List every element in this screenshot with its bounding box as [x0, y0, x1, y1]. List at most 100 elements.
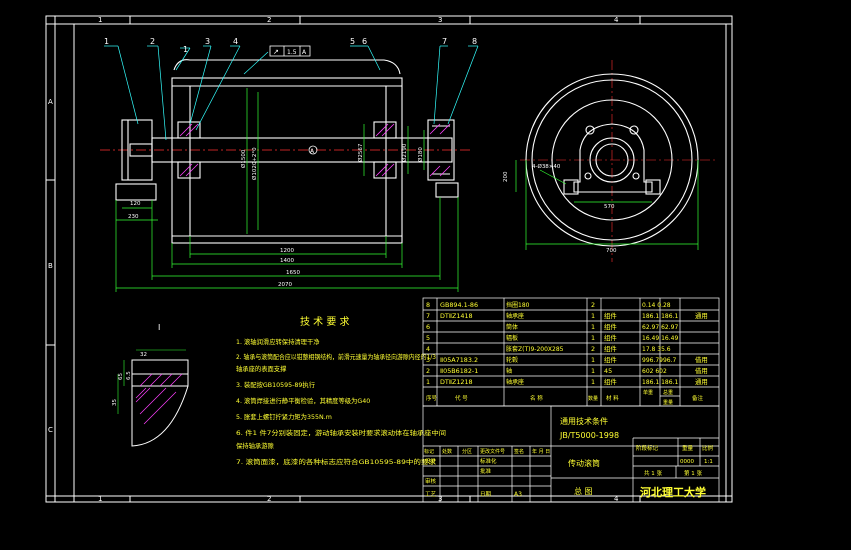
part-qty: 1: [591, 356, 595, 364]
weight-label: 重量: [682, 444, 694, 452]
zone-top-1: 1: [98, 16, 102, 24]
dim-1650: 1650: [286, 270, 300, 276]
role-design: 设计: [425, 457, 437, 465]
drawing-title: 总 图: [574, 486, 593, 496]
part-code: Ⅱ05B6182-1: [440, 367, 478, 375]
part-code: DTⅡZ1418: [440, 312, 473, 320]
dim-230: 230: [128, 214, 139, 220]
part-name: 辐板: [506, 334, 518, 342]
zone-left-a: A: [48, 98, 53, 106]
std-label: 标准化: [480, 457, 497, 465]
role-process: 工艺: [425, 491, 437, 498]
part-no: 7: [426, 312, 430, 320]
callout-5: 5: [350, 37, 355, 46]
callout-6: 6: [362, 37, 367, 46]
sheets-total: 共 1 张: [644, 469, 662, 477]
tech-item-5: 5. 胀套上螺钉拧紧力矩为355N.m: [236, 412, 332, 421]
zone-top-3: 3: [438, 16, 442, 24]
dim-bore-1: Ø2567: [357, 143, 364, 162]
date-label: 日期: [480, 491, 492, 498]
part-mass: 62.97 62.97: [642, 324, 678, 331]
dim-700: 700: [606, 248, 617, 254]
tech-item-3: 3. 装配按GB10595-89执行: [236, 380, 316, 389]
part-no: 6: [426, 323, 430, 331]
role-review: 审核: [425, 477, 437, 485]
part-material: 组件: [604, 377, 617, 386]
dim-2070: 2070: [278, 282, 292, 288]
part-name: 轮毂: [506, 356, 518, 364]
part-code: DTⅡZ1218: [440, 378, 473, 386]
part-no: 5: [426, 334, 430, 342]
tech-item-2b: 轴承座的表面支撑: [236, 364, 287, 373]
part-no: 3: [426, 356, 430, 364]
zone-bottom-1: 1: [98, 495, 102, 503]
callout-4: 4: [233, 37, 238, 46]
detail-label: I: [158, 323, 160, 332]
tech-item-2: 2. 轴承与滚筒配合应以钳整相钢结构，前滑元速量为轴承径向游隙内径的1/3: [236, 352, 436, 361]
main-section-view: 120 230 1200 1400 1650 2070 Ø1500 Ø1020+…: [100, 37, 479, 292]
callout-2: 2: [150, 37, 155, 46]
part-qty: 1: [591, 323, 595, 331]
part-mass: 17.8 35.6: [642, 346, 671, 353]
part-mass: 186.1 186.1: [642, 313, 678, 320]
part-no: 8: [426, 301, 430, 309]
tech-item-6b: 保持轴承游隙: [236, 441, 274, 450]
dim-hole: 4-Ø38×40: [532, 163, 561, 170]
rev-col-3: 分区: [462, 448, 472, 455]
hdr-code: 代 号: [455, 394, 468, 402]
std-line-1: 通用技术条件: [560, 416, 608, 426]
part-qty: 1: [591, 334, 595, 342]
drawing-frame: [45, 15, 733, 503]
hdr-no: 序号: [426, 394, 438, 402]
hdr-note: 备注: [692, 394, 704, 402]
dim-1400: 1400: [280, 258, 294, 264]
dim-1200: 1200: [280, 248, 294, 254]
part-qty: 1: [591, 378, 595, 386]
tech-item-7: 7. 滚筒面漆，底漆的各种标志应符合GB10595-89中的要求: [236, 457, 437, 466]
dim-bore-2: Ø2190: [401, 143, 408, 162]
callout-1b: 1: [183, 45, 188, 54]
part-code: Ⅱ05A7183.2: [440, 356, 478, 364]
scale-value: 1:1: [704, 459, 713, 465]
part-name: 挡圈180: [506, 301, 530, 309]
approve-label: 批准: [480, 467, 492, 475]
sheet-size: A3: [514, 491, 522, 498]
side-view: 570 700 200 4-Ø38×40: [503, 60, 718, 262]
detail-dim-3: 6.5: [126, 371, 132, 380]
part-mass: 602 602: [642, 368, 667, 375]
part-name: 轴: [506, 367, 512, 375]
part-mass: 0.14 0.28: [642, 302, 671, 309]
tech-title: 技 术 要 求: [300, 315, 350, 328]
part-code: GB894.1-86: [440, 301, 478, 309]
university-name: 河北理工大学: [640, 485, 706, 499]
rev-col-4: 更改文件号: [480, 448, 505, 455]
zone-left-c: C: [48, 426, 53, 434]
zone-bottom-4: 4: [614, 495, 619, 503]
dim-d1020: Ø1020+2°0: [251, 147, 258, 180]
hdr-name: 名 称: [530, 394, 543, 402]
zone-top-4: 4: [614, 16, 619, 24]
detail-dim-2: 65: [118, 373, 124, 380]
dim-200: 200: [503, 171, 509, 182]
std-line-2: JB/T5000-1998: [559, 431, 619, 440]
part-note: 通用: [695, 377, 708, 386]
tech-requirements: 技 术 要 求 1. 滚轴润滑应转保持清理干净 2. 轴承与滚筒配合应以钳整相钢…: [236, 315, 446, 466]
dim-d1500: Ø1500: [240, 149, 247, 168]
hdr-single: 单重: [643, 389, 653, 396]
detail-dim-4: 35: [112, 399, 118, 406]
part-qty: 2: [591, 301, 595, 309]
part-material: 组件: [604, 311, 617, 320]
hdr-qty: 数量: [588, 395, 598, 402]
dim-570: 570: [604, 204, 615, 210]
zone-top-2: 2: [267, 16, 271, 24]
part-name: 筒体: [506, 323, 518, 331]
part-mass: 16.49 16.49: [642, 335, 678, 342]
zone-bottom-2: 2: [267, 495, 271, 503]
part-note: 通用: [695, 311, 708, 320]
rev-col-1: 标记: [424, 448, 434, 455]
rev-col-2: 处数: [442, 448, 452, 455]
part-qty: 2: [591, 345, 595, 353]
rev-col-5: 签名: [514, 448, 524, 455]
